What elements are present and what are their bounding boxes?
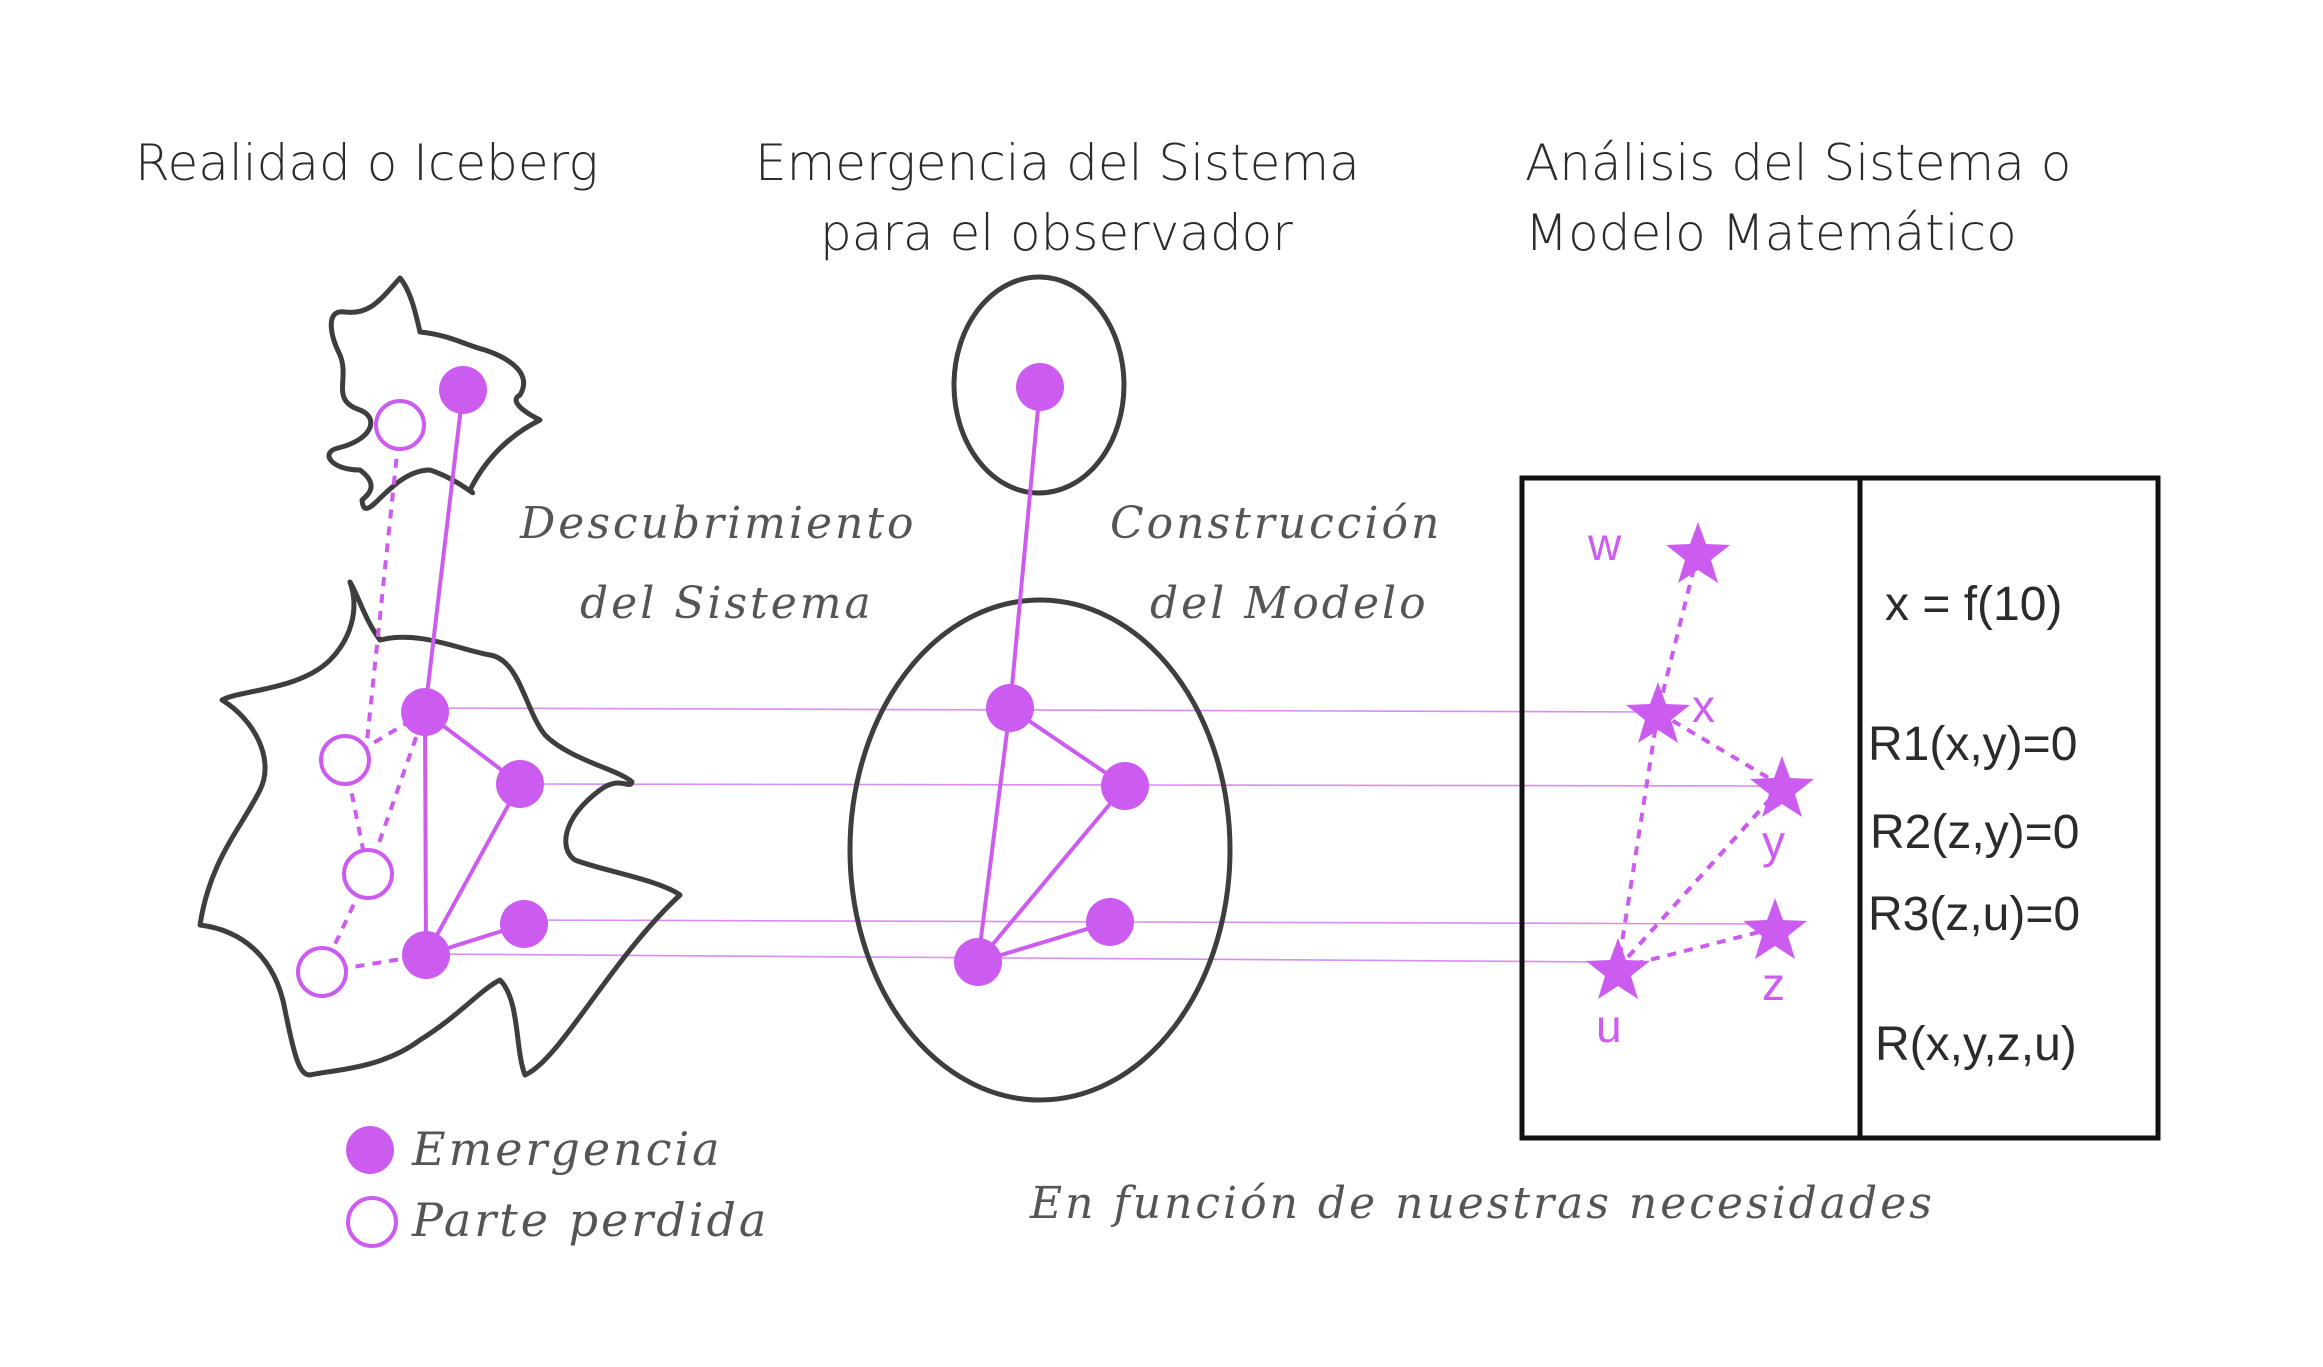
emergent-node: [401, 688, 449, 736]
edge: [424, 783, 522, 956]
equation-5: R(x,y,z,u): [1875, 1018, 2077, 1071]
model-stars: [1586, 522, 1814, 999]
legend-lost-part-swatch: [346, 1196, 398, 1248]
edge: [423, 711, 428, 956]
title-emergence-line2: para el observador: [820, 204, 1293, 262]
annotation-needs: En función de nuestras necesidades: [1029, 1178, 1935, 1229]
annotation-discovery-line2: del Sistema: [580, 578, 874, 629]
title-emergence-line1: Emergencia del Sistema: [755, 134, 1360, 192]
iceberg-nodes: [296, 366, 548, 998]
projection-line: [424, 707, 1651, 713]
variable-label-y: y: [1762, 816, 1785, 868]
variable-label-z: z: [1762, 958, 1785, 1010]
iceberg-body-outline: [197, 579, 683, 1078]
dashed-edge: [1656, 710, 1784, 788]
dashed-edge: [366, 711, 427, 875]
variable-label-w: w: [1587, 518, 1622, 570]
emergent-node: [500, 900, 548, 948]
annotation-discovery-line1: Descubrimiento: [519, 498, 917, 549]
dashed-edge: [1656, 551, 1700, 713]
emergent-node: [496, 760, 544, 808]
star-node-x: [1626, 682, 1690, 743]
legend-emergence-swatch: [346, 1126, 394, 1174]
projection-lines: [424, 707, 1776, 963]
annotation-construction-line1: Construcción: [1110, 498, 1442, 549]
edge: [1008, 386, 1042, 709]
emergent-node: [439, 366, 487, 414]
equation-3: R2(z,y)=0: [1870, 806, 2079, 859]
lost-node: [342, 848, 394, 900]
title-iceberg: Realidad o Iceberg: [135, 134, 598, 192]
variable-label-x: x: [1692, 680, 1715, 732]
title-analysis-line1: Análisis del Sistema o: [1525, 134, 2071, 192]
star-node-w: [1666, 522, 1730, 583]
model-box: [1519, 475, 2161, 1141]
observer-edges: [976, 386, 1127, 964]
star-node-y: [1750, 756, 1814, 817]
legend-emergence-label: Emergencia: [411, 1122, 723, 1176]
star-node-z: [1743, 898, 1807, 959]
emergent-node: [1016, 363, 1064, 411]
emergent-node: [954, 938, 1002, 986]
emergent-node: [1101, 762, 1149, 810]
projection-line: [521, 919, 1771, 925]
lost-node: [296, 946, 348, 998]
equation-1: x = f(10): [1885, 578, 2062, 631]
variable-label-u: u: [1596, 1000, 1622, 1052]
observer-large-ellipse: [847, 597, 1233, 1103]
observer-nodes: [954, 363, 1149, 986]
lost-node: [319, 734, 371, 786]
equation-2: R1(x,y)=0: [1868, 718, 2077, 771]
projection-line: [424, 953, 1611, 963]
emergent-node: [402, 931, 450, 979]
observer-small-ellipse: [951, 274, 1127, 496]
equation-4: R3(z,u)=0: [1868, 888, 2080, 941]
emergent-node: [1086, 898, 1134, 946]
legend: Emergencia Parte perdida: [346, 1122, 769, 1248]
title-analysis-line2: Modelo Matemático: [1525, 204, 2017, 262]
dashed-edge: [363, 424, 402, 761]
edge: [423, 389, 465, 713]
dashed-edge: [1616, 784, 1784, 970]
lost-node: [374, 399, 426, 451]
legend-lost-part-label: Parte perdida: [411, 1193, 769, 1247]
model-edges: [1616, 551, 1784, 970]
emergent-node: [986, 684, 1034, 732]
star-node-u: [1586, 938, 1650, 999]
edge: [976, 784, 1127, 964]
iceberg-tip-outline: [326, 275, 543, 511]
edge: [976, 707, 1012, 963]
annotation-construction-line2: del Modelo: [1150, 578, 1429, 629]
